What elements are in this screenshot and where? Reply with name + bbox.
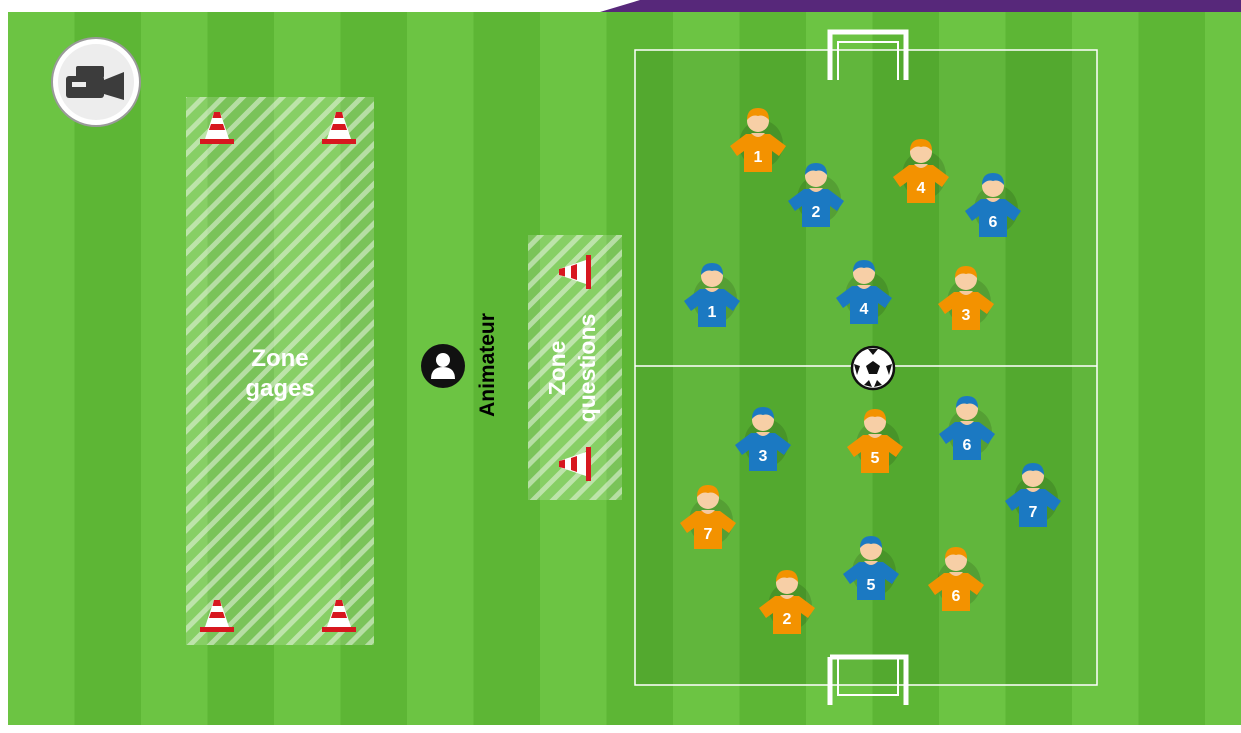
soccer-ball-icon <box>852 347 894 389</box>
player-number: 2 <box>783 611 792 628</box>
zone-questions-label-line1: Zone <box>544 341 570 396</box>
player-number: 7 <box>1029 504 1038 521</box>
player-number: 7 <box>704 526 713 543</box>
player-number: 4 <box>860 301 869 318</box>
player-number: 5 <box>867 577 876 594</box>
zone-questions-label-line2: questions <box>574 314 600 423</box>
video-camera-icon <box>52 38 140 126</box>
player-number: 1 <box>754 149 763 166</box>
player-number: 6 <box>952 588 961 605</box>
player-number: 4 <box>917 180 926 197</box>
player-number: 3 <box>759 448 768 465</box>
player-number: 6 <box>989 214 998 231</box>
zone-gages-label-line1: Zone <box>251 345 308 372</box>
player-number: 1 <box>708 304 717 321</box>
player-number: 6 <box>963 437 972 454</box>
player-number: 2 <box>812 204 821 221</box>
animateur-label: Animateur <box>476 313 499 417</box>
player-number: 5 <box>871 450 880 467</box>
zone-gages-label-line2: gages <box>245 375 314 402</box>
zone-gages: Zone gages <box>186 97 374 645</box>
person-icon <box>421 344 465 388</box>
top-band <box>600 0 1241 12</box>
player-number: 3 <box>962 307 971 324</box>
